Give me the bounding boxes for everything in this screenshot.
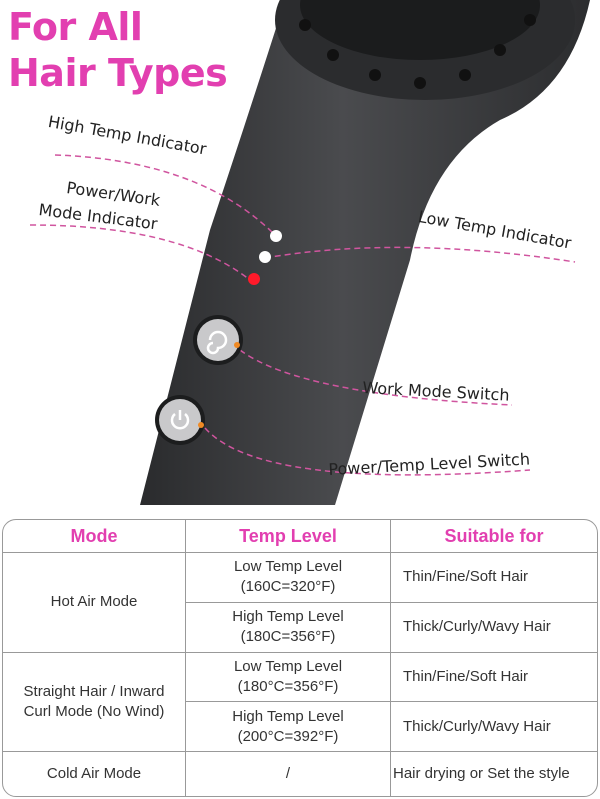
header-mode: Mode (3, 520, 186, 553)
temp-value: (180C=356°F) (240, 628, 336, 646)
suitable-cell: Hair drying or Set the style (393, 765, 570, 782)
headline: For All Hair Types (8, 4, 228, 96)
suitable-cell: Thin/Fine/Soft Hair (391, 653, 597, 703)
mode-line-2: Curl Mode (No Wind) (23, 702, 165, 720)
temp-value: (160C=320°F) (240, 578, 336, 596)
table-row: Hot Air Mode Low Temp Level(160C=320°F) … (3, 553, 597, 653)
device-body (140, 0, 590, 505)
temp-cell: Low Temp Level (160C=320°F) (186, 553, 391, 603)
mode-cell: Hot Air Mode (3, 553, 186, 653)
mode-line-1: Straight Hair / Inward (23, 682, 165, 700)
temp-label: High Temp Level (232, 608, 344, 626)
head-bristles (299, 14, 536, 89)
suitable-cell: Thick/Curly/Wavy Hair (391, 603, 597, 653)
table-row: High Temp Level (200°C=392°F) Thick/Curly… (3, 702, 597, 752)
temp-value: (180°C=356°F) (237, 677, 339, 695)
headline-line-1: For All (8, 5, 143, 49)
temp-cell: Low Temp Level (180°C=356°F) (186, 652, 391, 703)
header-suitable-for: Suitable for (391, 520, 597, 553)
headline-line-2: Hair Types (8, 51, 228, 95)
high-temp-indicator (270, 230, 282, 242)
mode-cell: Cold Air Mode (3, 752, 186, 796)
suitable-cell: Thin/Fine/Soft Hair (391, 553, 597, 603)
temp-label: Low Temp Level (233, 558, 343, 576)
work-mode-switch (193, 315, 243, 365)
hair-dryer-illustration (29, 0, 590, 505)
table-header-row: Mode Temp Level Suitable for (3, 520, 597, 553)
power-work-mode-indicator (248, 273, 260, 285)
low-temp-indicator (259, 251, 271, 263)
temp-value: (200°C=392°F) (237, 727, 339, 745)
temp-cell: High Temp Level (200°C=392°F) (186, 702, 391, 752)
header-temp-level: Temp Level (186, 520, 391, 553)
power-temp-switch (155, 395, 205, 445)
temp-cell: / (186, 752, 391, 796)
table-row: Cold Air Mode / Hair drying or Set the s… (3, 752, 597, 796)
temp-cell: High Temp Level (180C=356°F) (186, 602, 391, 653)
suitable-cell: Thick/Curly/Wavy Hair (391, 702, 597, 752)
temp-label: High Temp Level (232, 707, 344, 725)
table-row: High Temp Level (180C=356°F) Thick/Curly/… (3, 602, 597, 653)
temp-label: Low Temp Level (233, 657, 343, 675)
mode-table: Mode Temp Level Suitable for Hot Air Mod… (2, 519, 598, 797)
